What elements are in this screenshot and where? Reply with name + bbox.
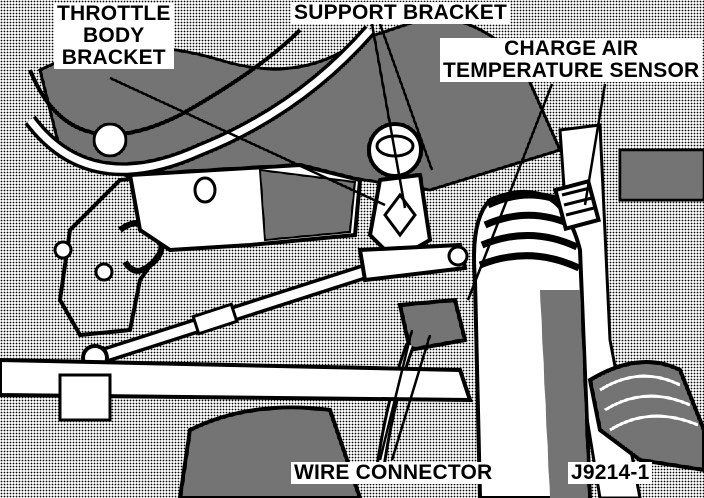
label-wire-connector: WIRE CONNECTOR <box>291 462 496 484</box>
right-panel <box>618 148 704 202</box>
bracket-hole-small <box>53 240 73 260</box>
figure-id: J9214-1 <box>568 462 653 484</box>
label-charge-line-1: CHARGE AIR <box>504 37 639 60</box>
leader-support-bracket-a <box>370 23 407 209</box>
leader-charge-air-a <box>466 83 554 301</box>
label-charge-air-temperature-sensor: CHARGE AIR TEMPERATURE SENSOR <box>440 37 703 82</box>
lower-ledge <box>0 357 473 403</box>
leader-throttle-body-bracket <box>109 76 386 207</box>
linkage-pivot <box>447 245 469 267</box>
leader-charge-air-b <box>583 83 607 206</box>
label-throttle-line-3: BRACKET <box>61 46 166 69</box>
curved-hose-arc-inner <box>27 27 373 173</box>
label-throttle-line-2: BODY <box>83 24 145 47</box>
sensor-threads <box>561 186 595 217</box>
label-throttle-line-1: THROTTLE <box>57 2 171 25</box>
temperature-sensor-body <box>552 178 602 232</box>
lower-boot-ribs <box>599 374 699 432</box>
throttle-bolt <box>92 122 128 158</box>
hose-shading <box>540 290 588 498</box>
leader-wire-connector-b <box>390 334 432 461</box>
label-charge-line-2: TEMPERATURE SENSOR <box>443 59 700 82</box>
cable-sleeve <box>191 302 239 336</box>
lower-block <box>58 373 112 422</box>
hand <box>177 405 363 498</box>
support-bracket-shadow <box>258 168 357 242</box>
bracket-slot <box>193 176 217 204</box>
label-throttle-body-bracket: THROTTLE BODY BRACKET <box>54 3 174 69</box>
leader-support-bracket-b <box>378 23 434 171</box>
leader-wire-connector-a <box>378 329 414 461</box>
bracket-hole <box>94 262 114 282</box>
wire-connector-body <box>397 297 468 353</box>
linkage-lever <box>357 242 468 283</box>
hose-arc-outer <box>28 28 302 137</box>
leader-lines <box>109 23 607 461</box>
linkage-diamond <box>383 192 417 238</box>
label-support-bracket: SUPPORT BRACKET <box>291 2 511 24</box>
